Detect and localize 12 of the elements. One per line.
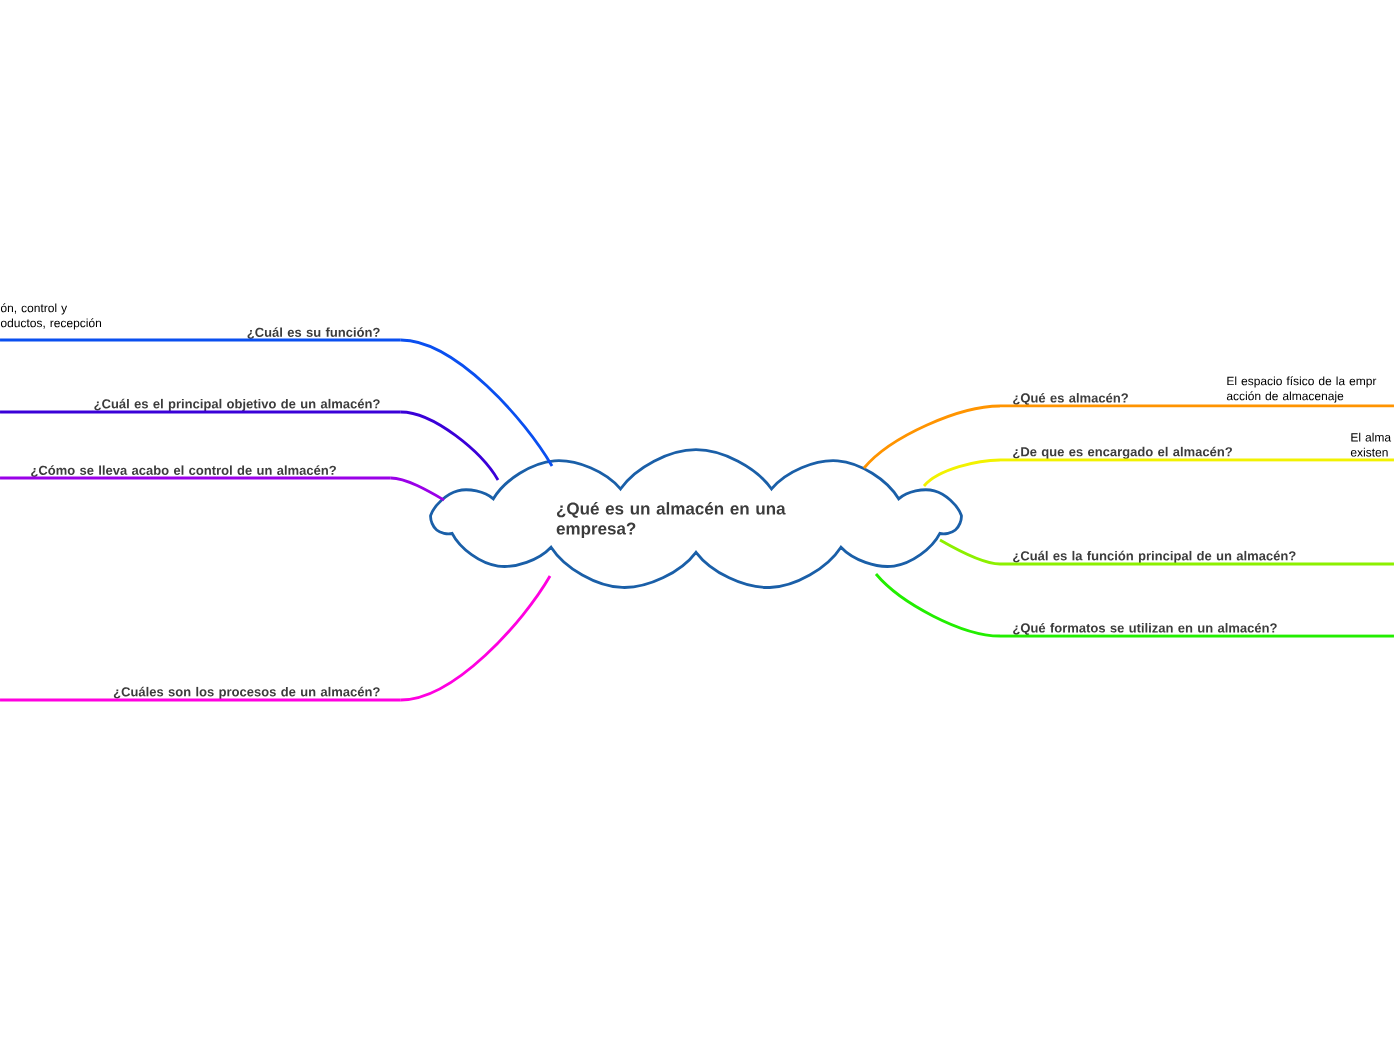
branch-line xyxy=(400,575,552,702)
central-cloud: ¿Qué es un almacén en una empresa? xyxy=(429,448,963,589)
branch-line xyxy=(863,404,1001,469)
branch-line xyxy=(1000,458,1394,462)
branch-line xyxy=(939,538,1001,566)
branch-line xyxy=(874,573,1001,638)
branch-line xyxy=(390,476,445,502)
branch-line xyxy=(923,458,1001,487)
branch-line xyxy=(1000,404,1394,408)
branch-line xyxy=(400,410,500,481)
branch-line xyxy=(400,338,554,467)
branch-line xyxy=(0,338,401,342)
